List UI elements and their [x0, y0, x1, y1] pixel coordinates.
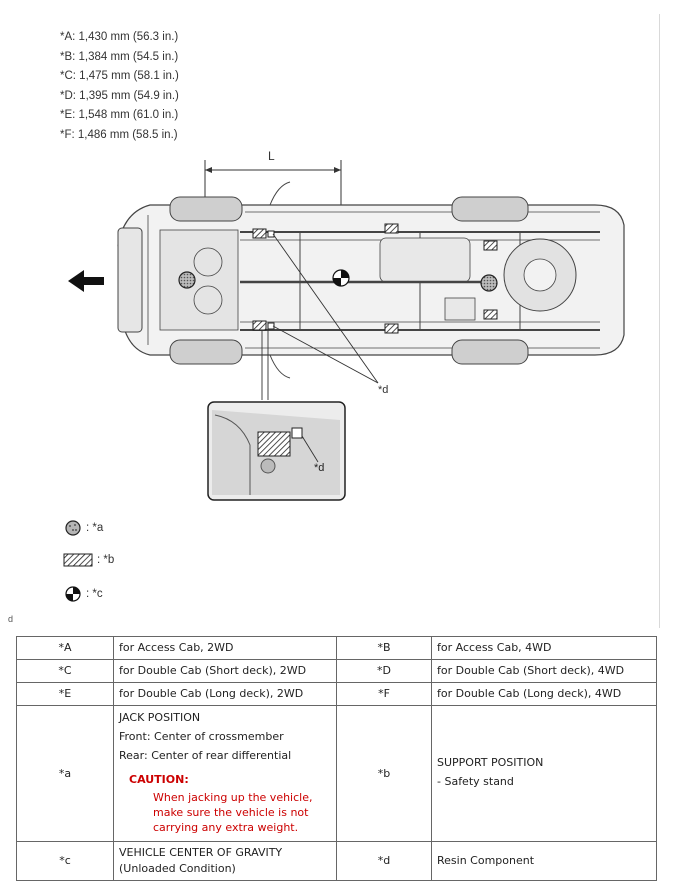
legend-support-label: : *b	[97, 554, 115, 566]
desc-cell: for Access Cab, 4WD	[431, 636, 657, 660]
dimension-b: *B: 1,384 mm (54.5 in.)	[60, 50, 179, 63]
desc-cell: for Double Cab (Long deck), 4WD	[431, 682, 657, 706]
resin-code-cell: *d	[336, 841, 432, 881]
desc-cell: for Double Cab (Long deck), 2WD	[113, 682, 337, 706]
front-arrow-icon	[68, 270, 104, 292]
callout-d-leaders	[272, 233, 379, 384]
dimension-d: *D: 1,395 mm (54.9 in.)	[60, 89, 179, 102]
support-points	[252, 223, 498, 334]
support-desc-cell: SUPPORT POSITION - Safety stand	[431, 705, 657, 842]
support-item: - Safety stand	[437, 774, 514, 788]
support-stand-icon	[63, 553, 93, 567]
cog-subtitle: (Unloaded Condition)	[119, 862, 236, 875]
support-code-cell: *b	[336, 705, 432, 842]
inset-callout-d-label: *d	[314, 462, 324, 474]
legend-jack-label: : *a	[86, 522, 104, 534]
center-of-gravity-marker	[332, 269, 350, 287]
vehicle-lift-point-figure: *A: 1,430 mm (56.3 in.) *B: 1,384 mm (54…	[8, 14, 660, 628]
wheel-rear-right	[451, 339, 529, 365]
dimension-c: *C: 1,475 mm (58.1 in.)	[60, 70, 179, 83]
code-cell: *E	[16, 682, 114, 706]
desc-cell: for Double Cab (Short deck), 4WD	[431, 659, 657, 683]
dimension-e: *E: 1,548 mm (61.0 in.)	[60, 109, 179, 122]
table-row: *c VEHICLE CENTER OF GRAVITY (Unloaded C…	[16, 841, 657, 881]
caution-title: CAUTION:	[129, 773, 189, 786]
jack-title: JACK POSITION	[119, 711, 201, 724]
resin-desc-cell: Resin Component	[431, 841, 657, 881]
legend-jack: : *a	[64, 519, 103, 537]
dimension-f: *F: 1,486 mm (58.5 in.)	[60, 128, 178, 141]
cog-code-cell: *c	[16, 841, 114, 881]
jack-desc-cell: JACK POSITION Front: Center of crossmemb…	[113, 705, 337, 842]
cog-title: VEHICLE CENTER OF GRAVITY	[119, 846, 283, 859]
table-row: *C for Double Cab (Short deck), 2WD *D f…	[16, 659, 657, 683]
jack-point-front	[178, 271, 196, 289]
legend-support: : *b	[63, 553, 114, 567]
table-row: *E for Double Cab (Long deck), 2WD *F fo…	[16, 682, 657, 706]
wheels	[169, 196, 529, 365]
dimension-list: *A: 1,430 mm (56.3 in.) *B: 1,384 mm (54…	[60, 28, 179, 146]
jack-code-cell: *a	[16, 705, 114, 842]
jack-point-rear	[480, 274, 498, 292]
vehicle-underbody-diagram: L	[68, 149, 625, 501]
desc-cell: for Double Cab (Short deck), 2WD	[113, 659, 337, 683]
code-cell: *D	[336, 659, 432, 683]
callout-d-label: *d	[378, 384, 388, 396]
jack-rear: Rear: Center of rear differential	[119, 749, 292, 762]
figure-border	[659, 14, 660, 628]
code-cell: *B	[336, 636, 432, 660]
legend-cog-label: : *c	[86, 588, 103, 600]
code-cell: *C	[16, 659, 114, 683]
legend-table: *A for Access Cab, 2WD *B for Access Cab…	[16, 636, 657, 881]
legend-cog: : *c	[64, 585, 103, 603]
dimension-l-label: L	[268, 149, 275, 163]
jack-front: Front: Center of crossmember	[119, 730, 284, 743]
code-cell: *F	[336, 682, 432, 706]
wheel-front-left	[169, 196, 243, 222]
jack-point-icon	[65, 520, 81, 536]
wheel-front-right	[169, 339, 243, 365]
cog-desc-cell: VEHICLE CENTER OF GRAVITY (Unloaded Cond…	[113, 841, 337, 881]
wheel-rear-left	[451, 196, 529, 222]
caution-text: When jacking up the vehicle, make sure t…	[153, 791, 313, 834]
center-of-gravity-icon	[65, 586, 81, 602]
desc-cell: for Access Cab, 2WD	[113, 636, 337, 660]
table-row: *a JACK POSITION Front: Center of crossm…	[16, 705, 657, 842]
detail-inset: *d	[207, 330, 346, 501]
code-cell: *A	[16, 636, 114, 660]
table-row: *A for Access Cab, 2WD *B for Access Cab…	[16, 636, 657, 660]
support-title: SUPPORT POSITION	[437, 755, 544, 769]
dimension-a: *A: 1,430 mm (56.3 in.)	[60, 31, 179, 43]
figure-id: d	[8, 614, 14, 624]
